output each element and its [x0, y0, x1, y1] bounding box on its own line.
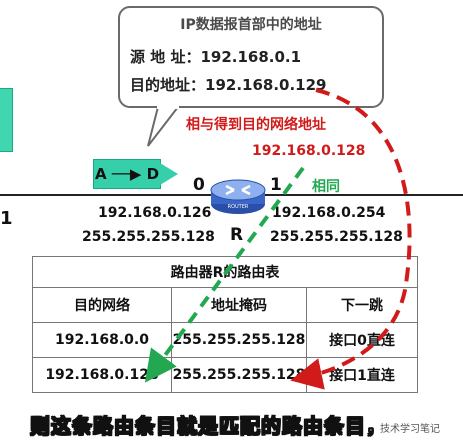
port-0-label: 0: [193, 175, 205, 195]
source-value: 192.168.0.1: [200, 48, 302, 66]
flow-arrow-head-icon: [160, 163, 178, 185]
row1-dest: 192.168.0.128: [32, 357, 172, 393]
row0-dest: 192.168.0.0: [32, 322, 172, 358]
header-dest-network: 目的网络: [32, 287, 172, 323]
callout-tail: [147, 106, 179, 147]
port-1-label: 1: [270, 175, 282, 195]
router-name: R: [230, 225, 244, 245]
flow-label: A ──▶ D: [94, 165, 160, 183]
left-marker: 1: [0, 208, 13, 229]
port0-ip: 192.168.0.126: [98, 205, 212, 221]
router-icon-text: ROUTER: [228, 204, 249, 210]
dest-value: 192.168.0.129: [205, 76, 327, 94]
row1-next-hop: 接口1直连: [306, 357, 418, 393]
dest-label: 目的地址：: [130, 76, 206, 94]
dest-address-line: 目的地址：192.168.0.129: [130, 74, 326, 95]
table-row: 192.168.0.0 255.255.255.128 接口0直连: [32, 322, 418, 358]
port1-ip: 192.168.0.254: [272, 205, 386, 221]
table-row: 192.168.0.128 255.255.255.128 接口1直连: [32, 357, 418, 393]
row0-mask: 255.255.255.128: [171, 322, 307, 358]
callout-title: IP数据报首部中的地址: [180, 17, 322, 33]
flow-box: A ──▶ D: [93, 159, 161, 189]
row1-mask: 255.255.255.128: [171, 357, 307, 393]
network-address-result: 192.168.0.128: [252, 143, 366, 159]
video-subtitle: 则这条路由条目就是匹配的路由条目，: [30, 414, 387, 439]
ip-header-callout: IP数据报首部中的地址 源 地 址：192.168.0.1 目的地址：192.1…: [118, 6, 384, 108]
header-mask: 地址掩码: [171, 287, 307, 323]
and-operation-text: 相与得到目的网络地址: [186, 117, 326, 133]
watermark: 技术学习笔记: [380, 424, 440, 435]
routing-table: 路由器R的路由表 目的网络 地址掩码 下一跳 192.168.0.0 255.2…: [32, 256, 418, 393]
router-icon: ROUTER: [210, 179, 266, 214]
match-same-text: 相同: [312, 179, 340, 195]
port1-mask: 255.255.255.128: [270, 229, 403, 245]
network-segment-marker: [0, 88, 13, 152]
routing-table-caption: 路由器R的路由表: [32, 256, 418, 288]
header-next-hop: 下一跳: [306, 287, 418, 323]
port0-mask: 255.255.255.128: [82, 229, 215, 245]
source-label: 源 地 址：: [130, 48, 201, 66]
row0-next-hop: 接口0直连: [306, 322, 418, 358]
source-address-line: 源 地 址：192.168.0.1: [130, 46, 301, 67]
